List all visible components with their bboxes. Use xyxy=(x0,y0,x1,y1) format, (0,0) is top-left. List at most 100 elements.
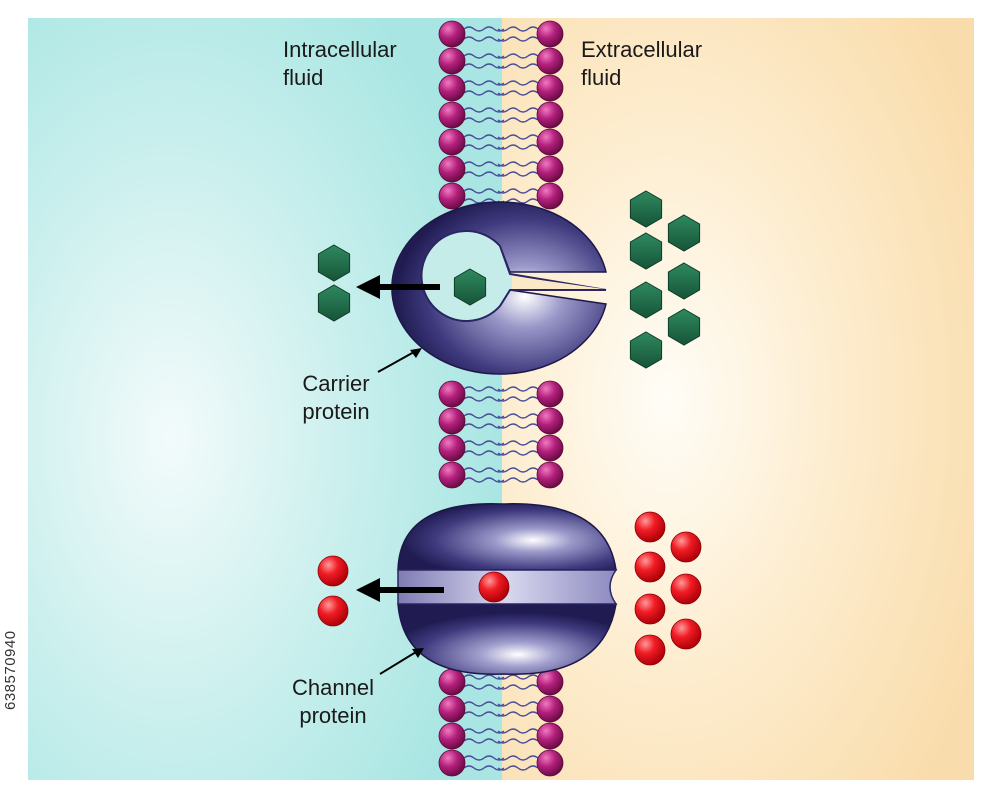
hexagon-icon xyxy=(629,190,663,228)
lipid-head xyxy=(536,101,564,129)
hexagon-icon xyxy=(667,308,701,346)
lipid-head xyxy=(438,668,466,696)
sphere-icon xyxy=(634,593,666,625)
sphere-molecules xyxy=(317,511,702,666)
carrier-pointer xyxy=(377,348,422,373)
lipid-tail xyxy=(497,117,539,123)
lipid-tail xyxy=(497,701,539,707)
lipid-head xyxy=(438,101,466,129)
lipid-tail xyxy=(497,755,539,761)
hexagon-icon xyxy=(629,281,663,319)
lipid-head xyxy=(536,128,564,156)
lipid-tail xyxy=(463,728,505,734)
lipid-tail xyxy=(497,80,539,86)
sphere-icon xyxy=(670,618,702,650)
lipid-tail xyxy=(463,90,505,96)
lipid-head xyxy=(536,47,564,75)
lipid-head xyxy=(438,722,466,750)
lipid-tail xyxy=(463,134,505,140)
lipid-tail xyxy=(463,450,505,456)
hexagon-icon xyxy=(667,214,701,252)
lipid-head xyxy=(438,407,466,435)
channel-pointer xyxy=(379,648,424,675)
lipid-head xyxy=(536,155,564,183)
lipid-tail xyxy=(497,396,539,402)
lipid-tail xyxy=(463,674,505,680)
lipid-tail xyxy=(463,755,505,761)
channel-protein-label: Channel protein xyxy=(278,674,388,730)
sphere-icon xyxy=(670,573,702,605)
intracellular-label: Intracellular fluid xyxy=(283,36,397,92)
sphere-icon xyxy=(317,555,349,587)
lipid-head xyxy=(438,461,466,489)
lipid-tail xyxy=(463,63,505,69)
lipid-tail xyxy=(497,423,539,429)
lipid-tail xyxy=(463,53,505,59)
hexagon-icon xyxy=(667,262,701,300)
lipid-tail xyxy=(497,63,539,69)
hexagon-icon xyxy=(317,244,351,282)
intracellular-label-line1: Intracellular xyxy=(283,37,397,62)
lipid-head xyxy=(438,749,466,777)
arrow-left-icon xyxy=(356,578,444,602)
lipid-head xyxy=(438,74,466,102)
lipid-tail xyxy=(497,467,539,473)
lipid-tail xyxy=(497,711,539,717)
lipid-tail xyxy=(463,701,505,707)
channel-protein-top xyxy=(397,503,617,571)
intracellular-region xyxy=(28,18,502,780)
lipid-tail xyxy=(497,90,539,96)
lipid-tail xyxy=(463,684,505,690)
lipid-head xyxy=(438,434,466,462)
lipid-tail xyxy=(497,53,539,59)
lipid-tail xyxy=(463,171,505,177)
lipid-head xyxy=(438,182,466,210)
carrier-cleft-extracellular xyxy=(512,276,604,289)
lipid-head xyxy=(438,47,466,75)
lipid-tail xyxy=(463,477,505,483)
lipid-tail xyxy=(497,161,539,167)
lipid-tail xyxy=(463,36,505,42)
lipid-tail xyxy=(463,161,505,167)
hexagon-molecules xyxy=(317,190,701,369)
lipid-head xyxy=(536,722,564,750)
intracellular-label-line2: fluid xyxy=(283,65,324,90)
lipid-tail xyxy=(463,107,505,113)
lipid-tail xyxy=(497,450,539,456)
extracellular-label-line2: fluid xyxy=(581,65,622,90)
lipid-tail xyxy=(463,117,505,123)
lipid-head xyxy=(536,695,564,723)
channel-label-line2: protein xyxy=(299,703,367,728)
channel-label-line1: Channel xyxy=(292,675,374,700)
lipid-tail xyxy=(463,396,505,402)
carrier-protein-label: Carrier protein xyxy=(286,370,386,426)
hexagon-icon xyxy=(317,284,351,322)
sphere-icon xyxy=(478,571,510,603)
lipid-tail xyxy=(463,467,505,473)
lipid-tail xyxy=(463,26,505,32)
extracellular-label-line1: Extracellular xyxy=(581,37,703,62)
channel-protein-bottom xyxy=(397,603,617,675)
lipid-tail xyxy=(497,738,539,744)
lipid-tail xyxy=(463,423,505,429)
sphere-icon xyxy=(634,551,666,583)
lipid-head xyxy=(536,20,564,48)
extracellular-label: Extracellular fluid xyxy=(581,36,702,92)
lipid-tail xyxy=(497,413,539,419)
lipid-tail xyxy=(463,386,505,392)
lipid-tail xyxy=(463,80,505,86)
lipid-tail xyxy=(497,134,539,140)
lipid-head xyxy=(536,407,564,435)
hexagon-icon xyxy=(629,331,663,369)
lipid-tail xyxy=(463,738,505,744)
lipid-tail xyxy=(497,765,539,771)
carrier-label-line2: protein xyxy=(302,399,370,424)
lipid-tail xyxy=(497,674,539,680)
lipid-head xyxy=(438,155,466,183)
lipid-head xyxy=(536,434,564,462)
sphere-icon xyxy=(634,634,666,666)
extracellular-region xyxy=(502,18,974,780)
lipid-tail xyxy=(463,188,505,194)
lipid-tail xyxy=(497,36,539,42)
